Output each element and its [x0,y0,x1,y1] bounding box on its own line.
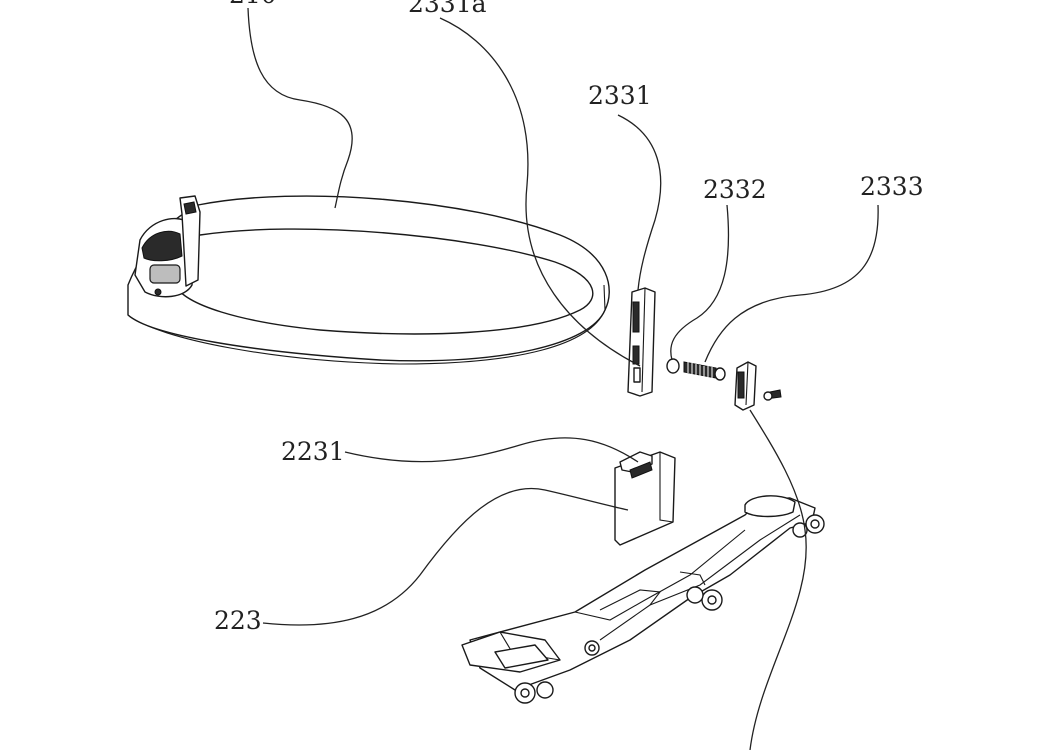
label-2331a: 2331a [408,0,487,18]
roller-small [584,640,600,656]
roller-bottom [514,681,554,704]
roller-top [792,514,825,538]
screw [763,389,782,401]
label-2331: 2331 [588,81,652,110]
leader-lines [247,7,879,750]
labels: 210 2331a 2331 2332 2333 2231 223 [214,0,924,635]
label-223: 223 [214,606,262,635]
frame-223 [461,495,825,704]
block-2333 [734,361,782,411]
slider-2331 [627,287,656,397]
label-2332: 2332 [703,175,767,204]
clip-2231 [614,451,676,546]
adjuster-knob [134,195,201,298]
label-2333: 2333 [860,172,924,201]
roller-mid [686,586,723,611]
label-210: 210 [229,0,277,9]
spring-2332 [666,358,726,381]
headband-210 [127,195,610,365]
label-2231: 2231 [281,437,345,466]
